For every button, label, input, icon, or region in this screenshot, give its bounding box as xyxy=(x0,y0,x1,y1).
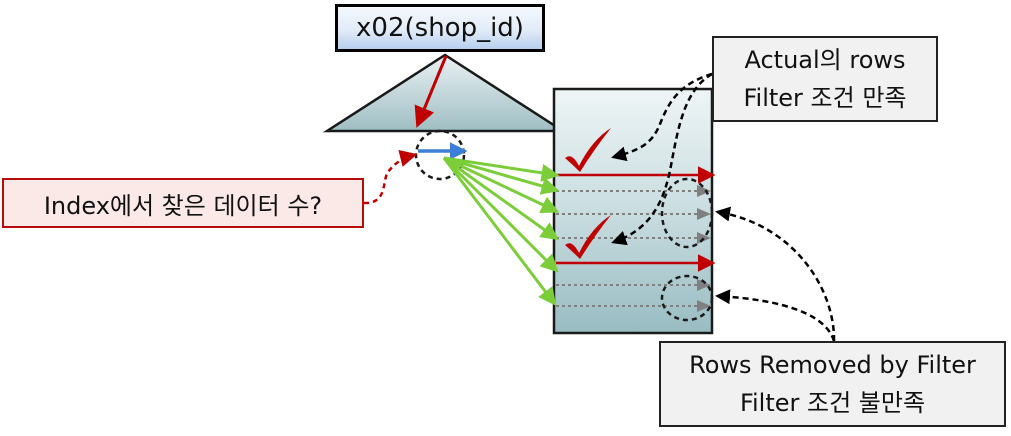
rows-removed-label: Rows Removed by Filter Filter 조건 불만족 xyxy=(659,341,1006,427)
rows-removed-line-2: Filter 조건 불만족 xyxy=(739,389,926,417)
question-pointer-arrow xyxy=(363,149,418,205)
index-question-label: Index에서 찾은 데이터 수? xyxy=(2,178,364,228)
removed-rows-circle-1 xyxy=(660,177,714,249)
actual-pointer-arrows xyxy=(611,72,713,246)
removed-pointer-arrows xyxy=(715,206,836,342)
rows-removed-line-1: Rows Removed by Filter xyxy=(689,351,976,379)
index-triangle xyxy=(322,53,568,133)
actual-rows-label: Actual의 rows Filter 조건 만족 xyxy=(712,36,938,122)
table-body xyxy=(552,87,714,335)
index-name-label: x02(shop_id) xyxy=(335,4,545,52)
actual-rows-line-1: Actual의 rows xyxy=(744,46,906,74)
check-icon xyxy=(565,128,611,172)
check-icon xyxy=(565,215,611,259)
index-entry-arrow xyxy=(414,55,448,128)
filtered-rows xyxy=(556,185,711,312)
actual-rows-line-2: Filter 조건 만족 xyxy=(743,84,907,112)
removed-rows-circle-2 xyxy=(660,274,714,322)
lookup-arrows xyxy=(442,156,560,306)
